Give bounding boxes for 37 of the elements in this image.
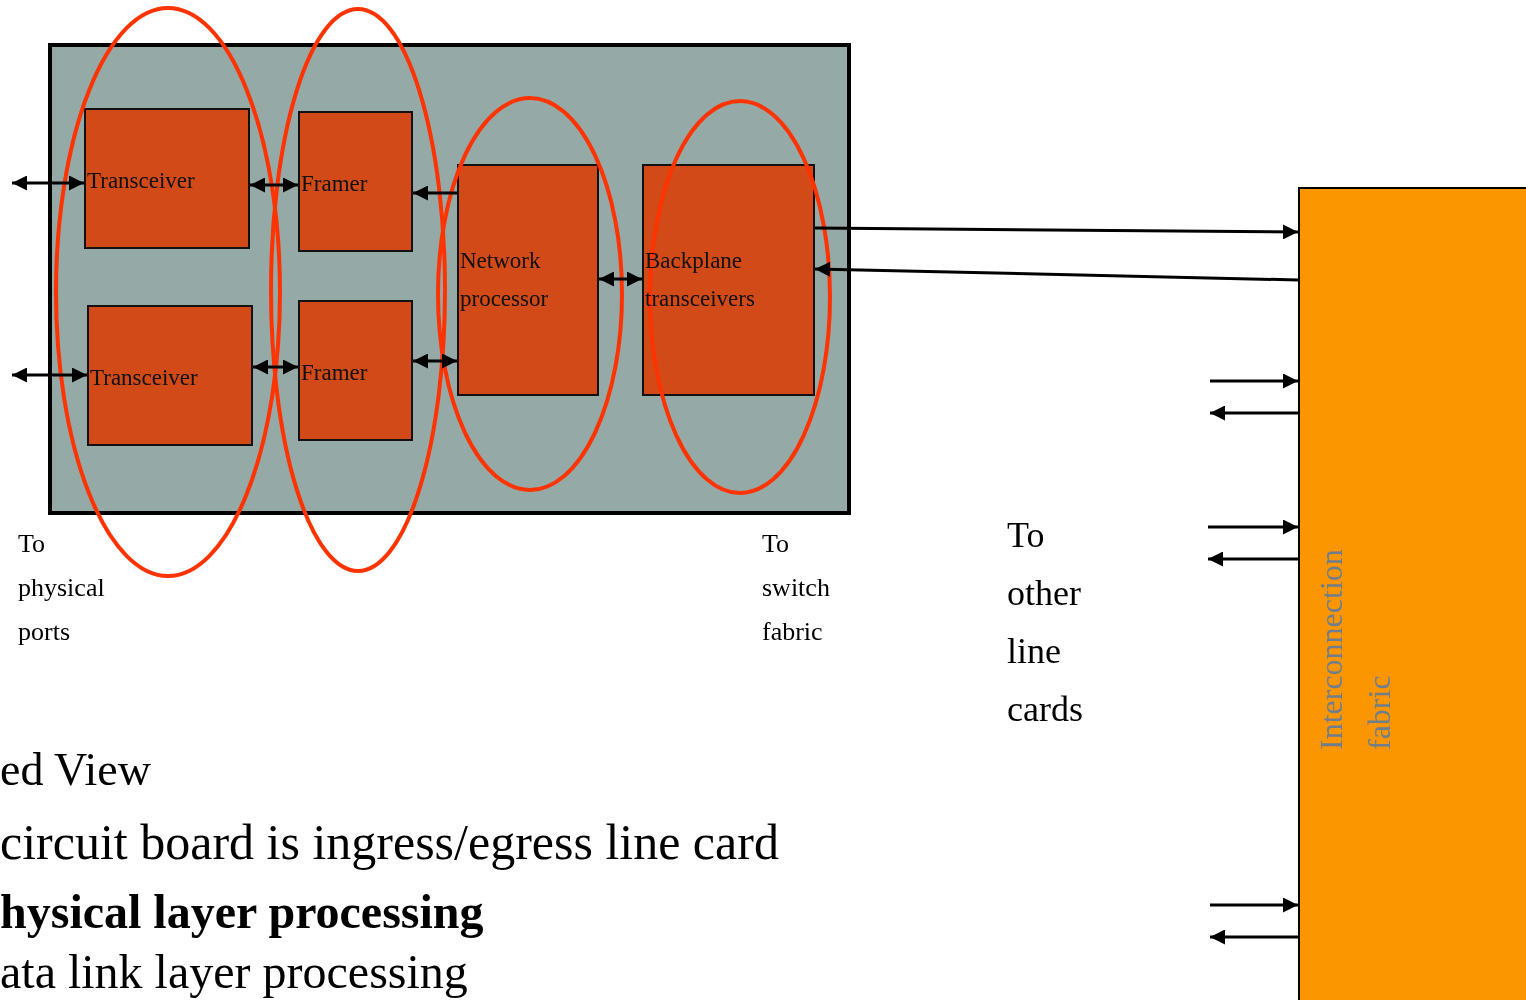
arrow [1208,519,1298,535]
port-label: To physical ports [18,528,106,648]
arrow [1210,929,1298,945]
component-box [84,108,250,249]
fabric-block [1298,187,1526,1000]
arrow [1210,405,1298,421]
arrow [12,367,87,383]
component-box [298,111,413,252]
arrow [1210,897,1298,913]
note-text: ed View [0,743,151,797]
box-label: Network processor [459,247,550,313]
note-text: ata link layer processing [0,944,468,1000]
port-label: To other line cards [1007,514,1084,731]
port-label: To switch fabric [762,528,831,648]
arrow [12,175,84,191]
arrow [250,177,298,193]
arrow [1210,373,1298,389]
note-text: circuit board is ingress/egress line card [0,813,779,872]
note-text: hysical layer processing [0,884,484,940]
arrow [815,224,1298,240]
box-label: Framer [300,359,369,387]
box-label: Transceiver [89,364,199,392]
arrow [413,353,457,369]
fabric-label: Interconnection fabric [1312,548,1398,750]
line-card-board [48,43,851,515]
component-box [298,300,413,441]
box-label: Backplane transceivers [644,247,756,313]
box-label: Transceiver [86,167,196,195]
arrow [814,261,1299,282]
component-box [642,164,815,396]
component-box [457,164,599,396]
arrow [253,359,298,375]
arrow [1208,551,1298,567]
arrow [599,271,642,287]
box-label: Framer [300,170,369,198]
arrow [413,185,457,201]
component-box [87,305,253,446]
